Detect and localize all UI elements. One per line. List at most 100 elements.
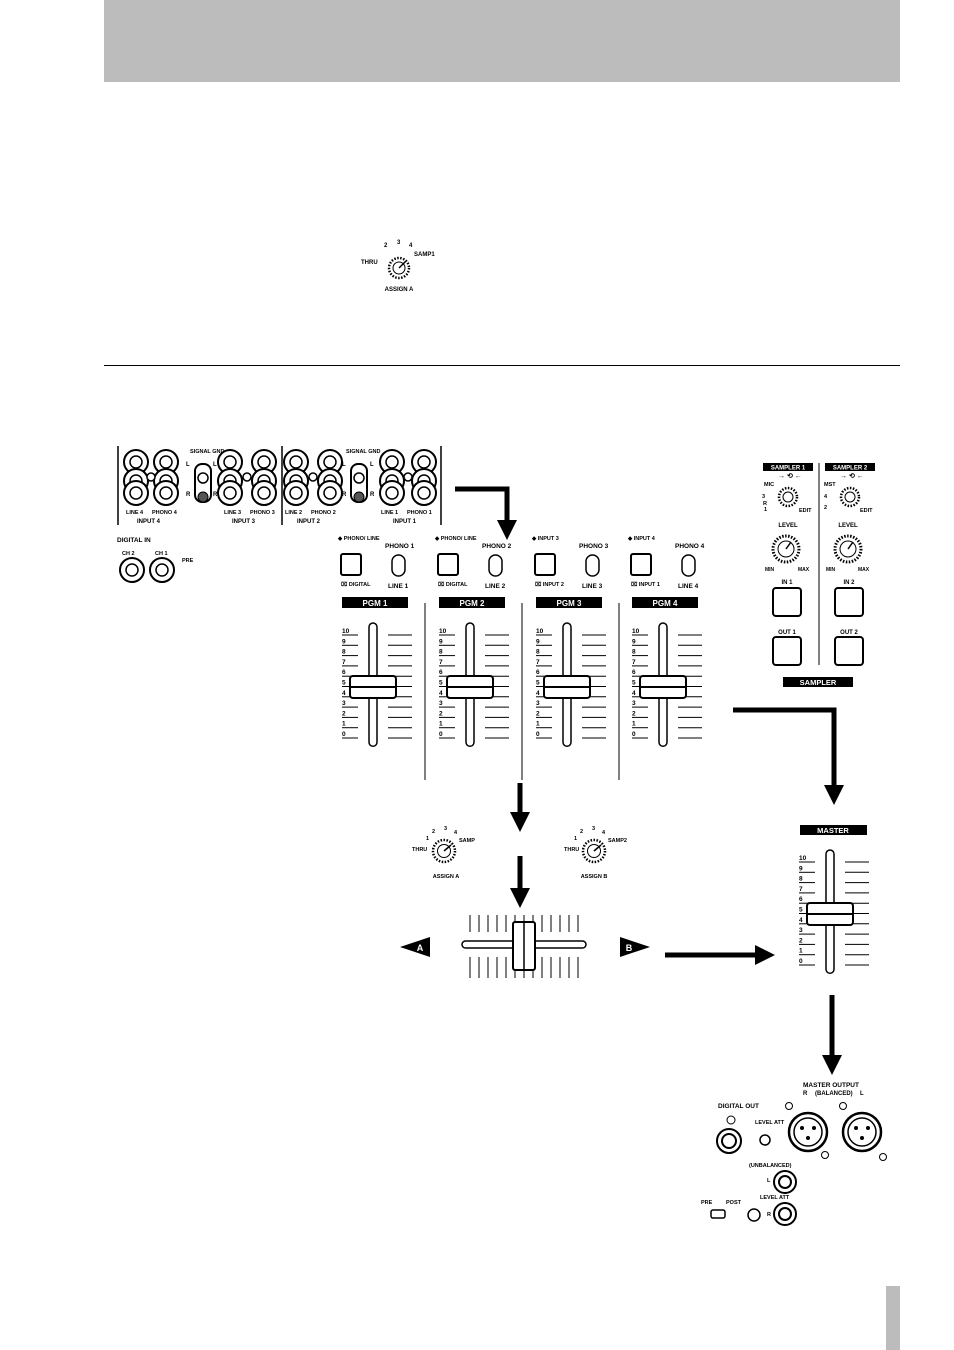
svg-text:POST: POST	[726, 1200, 742, 1206]
digital-out-label: DIGITAL OUT	[718, 1103, 759, 1110]
assign-b-knob[interactable]: THRU 1 2 3 4 SAMP2 ASSIGN B	[564, 826, 627, 880]
svg-text:L: L	[186, 462, 190, 468]
digital-in-label: DIGITAL IN	[117, 537, 151, 544]
fader-scale-label: 9	[342, 638, 346, 645]
phono-line-switch[interactable]	[488, 554, 503, 577]
level-att-1-trim[interactable]	[759, 1134, 771, 1146]
svg-text:PHONO 4: PHONO 4	[675, 543, 705, 550]
svg-text:PHONO 2: PHONO 2	[482, 543, 512, 550]
fader-scale-label: 8	[342, 649, 346, 656]
fader-scale-label: 5	[632, 680, 636, 687]
svg-text:MST: MST	[824, 482, 836, 488]
svg-text:SAMP2: SAMP2	[608, 838, 627, 844]
svg-text:⌧ DIGITAL: ⌧ DIGITAL	[341, 581, 371, 588]
input2-label: INPUT 2	[297, 519, 321, 525]
output-panel: MASTER OUTPUT R (BALANCED) L DIGITAL OUT…	[701, 1082, 887, 1226]
svg-text:L: L	[213, 462, 217, 468]
svg-text:ASSIGN B: ASSIGN B	[581, 874, 608, 880]
svg-text:⌧ INPUT 1: ⌧ INPUT 1	[631, 581, 660, 588]
svg-text:SAMP: SAMP	[459, 838, 475, 844]
tick-label: SAMP1	[414, 252, 435, 258]
sampler-in2-button[interactable]	[834, 587, 864, 617]
fader-scale-label: 6	[536, 669, 540, 676]
input1-label: INPUT 1	[393, 519, 417, 525]
input-select-button[interactable]	[534, 553, 556, 576]
svg-text:LINE 1: LINE 1	[388, 583, 409, 590]
svg-text:PHONO 2: PHONO 2	[311, 510, 336, 516]
fader-scale-label: 9	[799, 865, 803, 872]
svg-text:THRU: THRU	[412, 847, 427, 853]
svg-text:MAX: MAX	[798, 567, 810, 573]
svg-text:PHONO 4: PHONO 4	[152, 510, 178, 516]
svg-text:ASSIGN A: ASSIGN A	[433, 874, 459, 880]
fader-scale-label: 3	[632, 700, 636, 707]
fader-scale-label: 8	[632, 649, 636, 656]
fader-scale-label: 7	[632, 659, 636, 666]
fader-scale-label: 10	[439, 628, 447, 635]
fader-scale-label: 7	[342, 659, 346, 666]
level-att-2-trim[interactable]	[747, 1208, 761, 1222]
svg-text:◆ INPUT 4: ◆ INPUT 4	[627, 535, 656, 542]
svg-text:L: L	[767, 1178, 771, 1184]
fader-scale-label: 1	[342, 721, 346, 728]
fader-scale-label: 2	[342, 710, 346, 717]
sampler-out1-button[interactable]	[772, 636, 802, 666]
assign-a-knob-top[interactable]: THRU 2 3 4 SAMP1 ASSIGN A	[361, 240, 435, 293]
rca-jacks[interactable]	[119, 449, 437, 583]
sampler-in1-button[interactable]	[772, 587, 802, 617]
svg-text:MAX: MAX	[858, 567, 870, 573]
fader-scale-label: 6	[632, 669, 636, 676]
input-select-button[interactable]	[630, 553, 652, 576]
svg-text:3: 3	[444, 826, 447, 832]
svg-text:1: 1	[426, 836, 429, 842]
crossfader[interactable]	[461, 915, 587, 978]
tick-label: THRU	[361, 260, 378, 266]
svg-text:SAMPLER 1: SAMPLER 1	[771, 466, 806, 472]
svg-text:⌧ INPUT 2: ⌧ INPUT 2	[535, 581, 564, 588]
svg-text:R: R	[342, 492, 347, 498]
svg-text:3: 3	[592, 826, 595, 832]
fader-scale-label: 2	[536, 710, 540, 717]
fader-scale-label: 4	[632, 690, 636, 697]
sampler-out2-button[interactable]	[834, 636, 864, 666]
fader-scale-label: 2	[799, 937, 803, 944]
input-select-button[interactable]	[340, 553, 362, 576]
crossfader-a-marker	[400, 937, 430, 957]
svg-text:PRE: PRE	[701, 1200, 713, 1206]
svg-text:EDIT: EDIT	[799, 508, 812, 514]
section-rule	[104, 365, 900, 366]
arrow-icon: → ⟲ ←	[840, 473, 864, 480]
sampler-footer: SAMPLER	[800, 678, 837, 687]
signal-gnd-label: SIGNAL GND	[346, 449, 380, 455]
assign-a-knob[interactable]: THRU 1 2 3 4 SAMP ASSIGN A	[412, 826, 475, 880]
fader-scale-label: 5	[439, 680, 443, 687]
signal-gnd-label: SIGNAL GND	[190, 449, 224, 455]
svg-text:LEVEL: LEVEL	[778, 523, 798, 529]
svg-text:MIN: MIN	[826, 567, 836, 573]
fader-scale-label: 6	[342, 669, 346, 676]
pre-post-switch[interactable]	[710, 1209, 726, 1219]
fader-scale-label: 4	[799, 917, 803, 924]
phono-line-switch[interactable]	[391, 554, 406, 577]
svg-text:PHONO 3: PHONO 3	[250, 510, 275, 516]
fader-scale-label: 3	[439, 700, 443, 707]
rear-panel: SIGNAL GND SIGNAL GND L L R R L L R R LI…	[117, 446, 442, 583]
phono-line-switch[interactable]	[585, 554, 600, 577]
svg-text:LINE 3: LINE 3	[224, 510, 241, 516]
svg-text:THRU: THRU	[564, 847, 579, 853]
phono-line-switch[interactable]	[681, 554, 696, 577]
screw-icon	[146, 472, 156, 482]
svg-text:LINE 4: LINE 4	[126, 510, 144, 516]
fader-scale-label: 7	[536, 659, 540, 666]
crossfader-b-marker	[620, 937, 650, 957]
svg-text:(BALANCED): (BALANCED)	[815, 1091, 853, 1097]
input-select-button[interactable]	[437, 553, 459, 576]
svg-text:◆ PHONO/ LINE: ◆ PHONO/ LINE	[337, 535, 380, 542]
svg-text:OUT 1: OUT 1	[778, 630, 796, 636]
svg-text:⌧ DIGITAL: ⌧ DIGITAL	[438, 581, 468, 588]
